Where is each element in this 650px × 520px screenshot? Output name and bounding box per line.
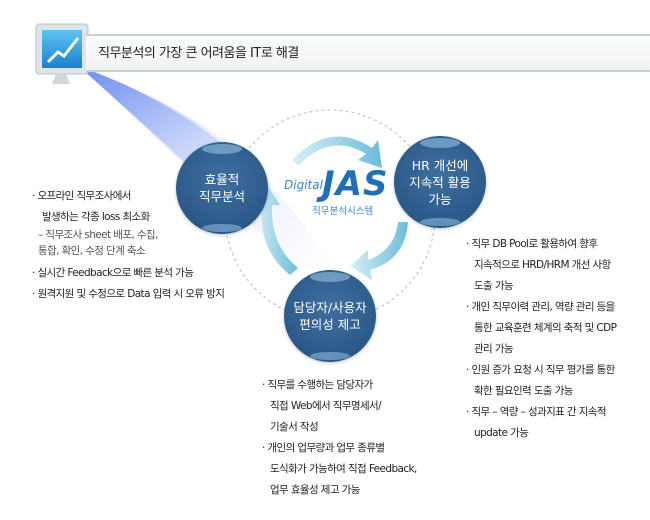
node-label: 효율적 직무분석 [198,172,245,204]
node-label: 담당자/사용자 편의성 제고 [293,300,367,332]
text-line: · 원격지원 및 수정으로 Data 입력 시 오류 방지 [32,288,225,300]
node-user-convenience: 담당자/사용자 편의성 제고 [284,270,376,362]
left-description: · 오프라인 직무조사에서 발생하는 각종 loss 최소화 – 직무조사 sh… [32,188,225,307]
text-line: 도식화가 가능하여 직접 Feedback, [270,463,417,475]
text-line: 통합, 확인, 수정 단계 축소 [38,245,146,257]
text-line: 직접 Web에서 직무명세서/ [270,400,382,412]
logo-name: JAS [322,164,389,204]
title-banner [86,34,650,72]
monitor-chart-icon [35,23,89,84]
text-line: 관리 가능 [474,343,514,355]
text-line: · 직무 DB Pool로 활용하여 향후 [466,238,598,250]
text-line: 기술서 작성 [270,421,319,433]
text-line: 도출 가능 [474,280,514,292]
cycle-arrow [252,186,298,275]
text-line: – 직무조사 sheet 배포, 수집, [38,229,158,241]
text-line: · 오프라인 직무조사에서 [32,190,131,202]
cycle-arrow [350,222,408,280]
right-description: · 직무 DB Pool로 활용하여 향후 지속적으로 HRD/HRM 개선 사… [466,236,617,446]
text-line: 발생하는 각종 loss 최소화 [42,211,150,223]
text-line: · 직무 – 역량 – 성과지표 간 지속적 [466,406,607,418]
text-line: 업무 효율성 제고 가능 [270,484,360,496]
text-line: · 인원 증가 요청 시 직무 평가를 통한 [466,364,615,376]
text-line: 통한 교육훈련 체계의 축적 및 CDP [474,322,617,334]
bottom-description: · 직무를 수행하는 담당자가 직접 Web에서 직무명세서/ 기술서 작성 ·… [262,377,417,503]
text-line: 지속적으로 HRD/HRM 개선 사항 [474,259,611,271]
page-title: 직무분석의 가장 큰 어려움을 IT로 해결 [98,46,299,61]
logo-subtitle: 직무분석시스템 [312,206,374,217]
text-line: · 실시간 Feedback으로 빠른 분석 가능 [32,267,194,279]
logo-prefix: Digital [284,178,323,192]
text-line: · 개인 직무이력 관리, 역량 관리 등을 [466,301,615,313]
text-line: · 직무를 수행하는 담당자가 [262,379,373,391]
node-label: HR 개선에 지속적 활용 가능 [409,157,471,207]
cycle-arrow [292,136,382,168]
text-line: update 가능 [474,427,529,439]
node-hr-improvement: HR 개선에 지속적 활용 가능 [394,136,486,228]
text-line: 확한 필요인력 도출 가능 [474,385,573,397]
text-line: · 개인의 업무량과 업무 종류별 [262,442,385,454]
node-efficient-analysis: 효율적 직무분석 [176,142,268,234]
